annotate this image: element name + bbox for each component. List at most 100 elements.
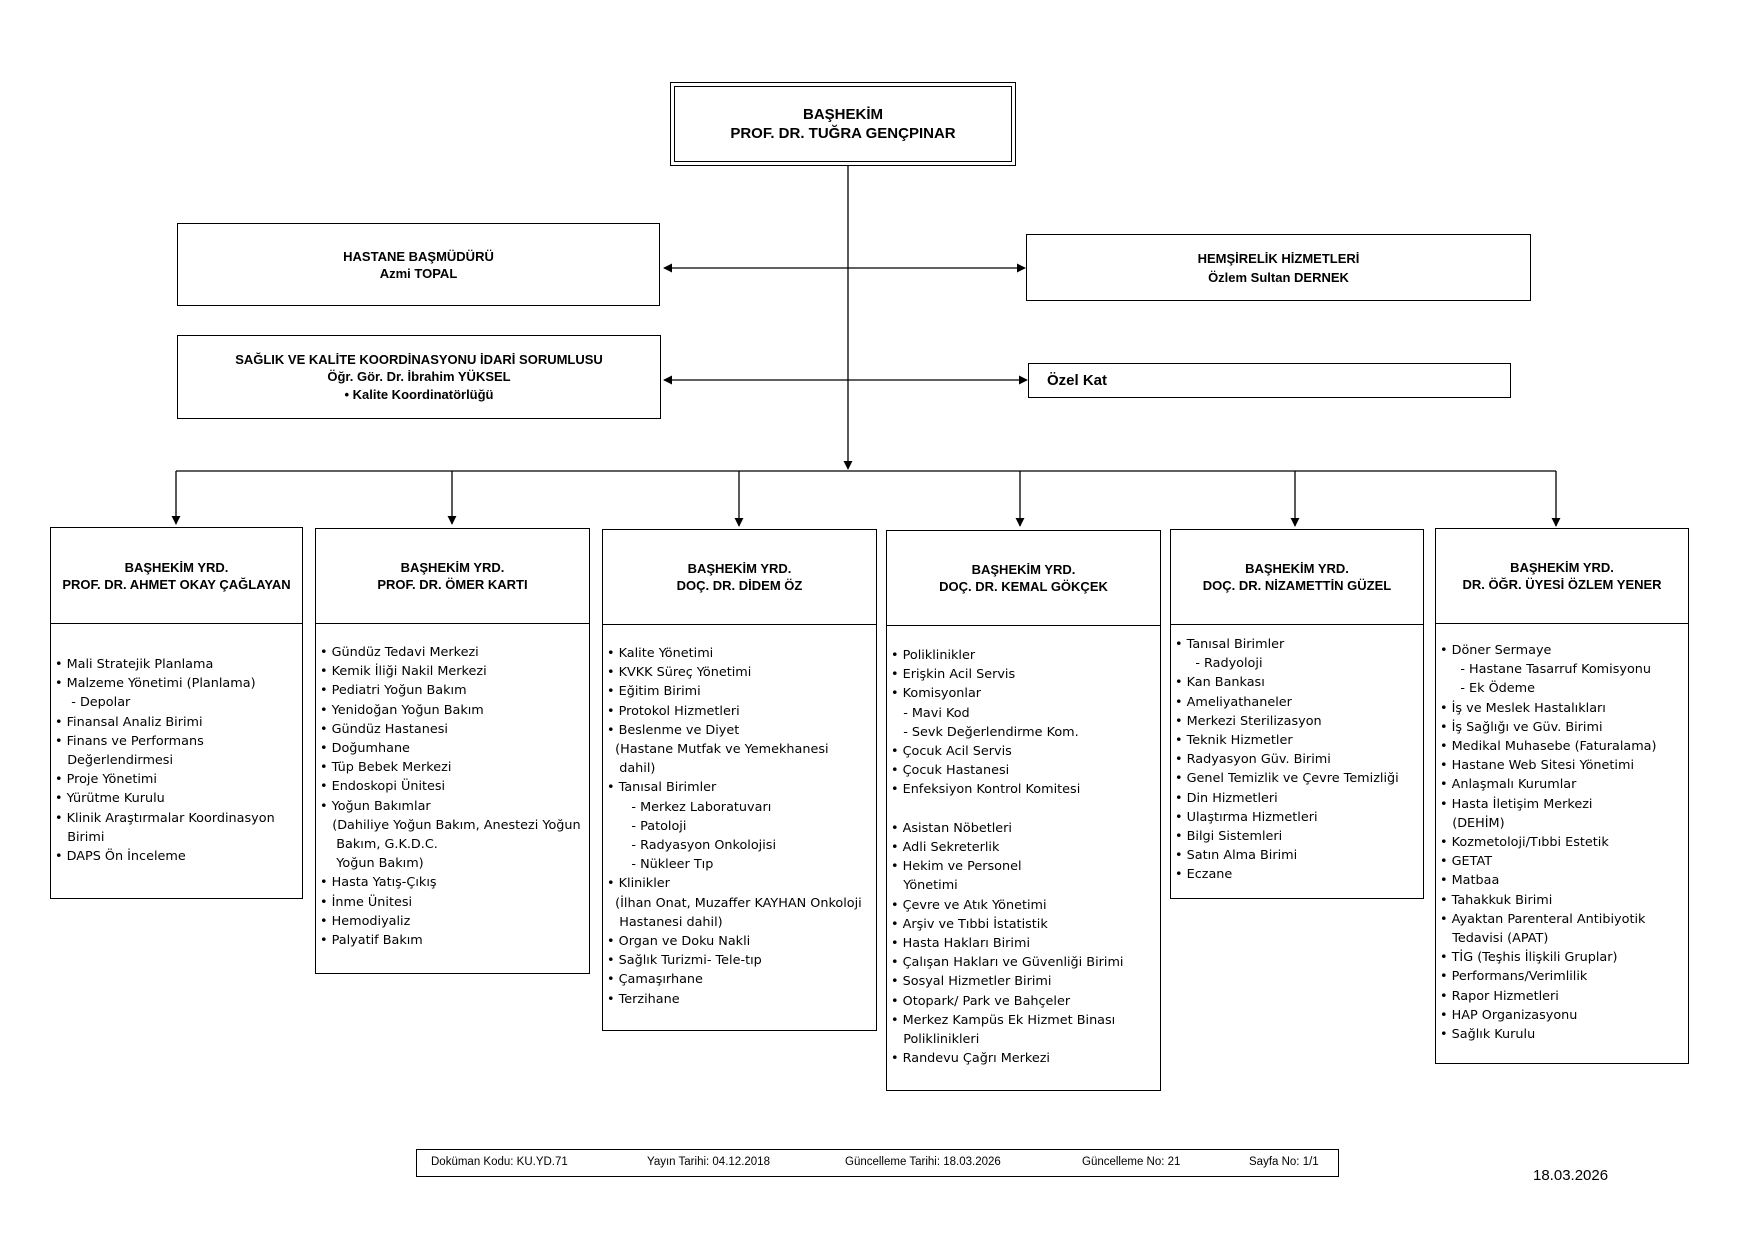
pub-date: Yayın Tarihi: 04.12.2018 <box>647 1156 770 1168</box>
hemsirelik-name: Özlem Sultan DERNEK <box>1208 269 1349 285</box>
chief-title: BAŞHEKİM <box>802 106 883 123</box>
deputy-box-2: BAŞHEKİM YRD. PROF. DR. ÖMER KARTI • Gün… <box>315 528 590 974</box>
deputy-header: BAŞHEKİM YRD. DOÇ. DR. DİDEM ÖZ <box>603 530 876 625</box>
list-item: • Terzihane <box>607 991 680 1007</box>
deputy-box-4: BAŞHEKİM YRD. DOÇ. DR. KEMAL GÖKÇEK • Po… <box>886 530 1161 1091</box>
deputy-name: PROF. DR. ÖMER KARTI <box>377 577 528 592</box>
update-date: Güncelleme Tarihi: 18.03.2026 <box>845 1156 1001 1168</box>
list-item: • KVKK Süreç Yönetimi <box>607 665 752 681</box>
deputy-title: BAŞHEKİM YRD. <box>1510 560 1614 575</box>
list-item: • Mali Stratejik Planlama <box>55 657 214 672</box>
kalite-title: SAĞLIK VE KALİTE KOORDİNASYONU İDARİ SOR… <box>235 351 603 367</box>
list-item: • Endoskopi Ünitesi <box>320 779 446 795</box>
deputy-title: BAŞHEKİM YRD. <box>687 561 792 576</box>
list-item: • Enfeksiyon Kontrol Komitesi <box>891 782 1081 798</box>
list-item: • Yoğun Bakımlar <box>320 798 431 814</box>
list-item: • TİG (Teşhis İlişkili Gruplar) <box>1440 950 1618 966</box>
deputy-header: BAŞHEKİM YRD. PROF. DR. ÖMER KARTI <box>316 529 589 624</box>
list-item: • HAP Organizasyonu <box>1440 1007 1578 1023</box>
basmudur-box: HASTANE BAŞMÜDÜRÜ Azmi TOPAL <box>177 223 660 306</box>
list-item: • Performans/Verimlilik <box>1440 969 1588 985</box>
list-item: • Merkez Kampüs Ek Hizmet Binası <box>891 1012 1116 1028</box>
list-item: • Eğitim Birimi <box>607 684 701 700</box>
list-item: • Ayaktan Parenteral Antibiyotik <box>1440 911 1646 927</box>
list-item: • Ulaştırma Hizmetleri <box>1175 809 1318 825</box>
list-item: • Çevre ve Atık Yönetimi <box>891 897 1047 913</box>
list-item: • Doğumhane <box>320 741 410 757</box>
list-item: - Hastane Tasarruf Komisyonu <box>1440 662 1651 678</box>
list-item: • Beslenme ve Diyet <box>607 722 740 738</box>
deputy-items: • Gündüz Tedavi Merkezi• Kemik İliği Nak… <box>320 643 585 950</box>
list-item: dahil) <box>607 761 656 777</box>
list-item: • Adli Sekreterlik <box>891 840 1000 856</box>
list-item: • Hasta Yatış-Çıkış <box>320 875 437 891</box>
list-item: • Kan Bankası <box>1175 675 1265 691</box>
list-item: • Hastane Web Sitesi Yönetimi <box>1440 758 1635 774</box>
deputy-box-5: BAŞHEKİM YRD. DOÇ. DR. NİZAMETTİN GÜZEL … <box>1170 529 1424 899</box>
list-item: • Hasta İletişim Merkezi <box>1440 796 1593 812</box>
basmudur-title: HASTANE BAŞMÜDÜRÜ <box>343 248 494 264</box>
deputy-items: • Tanısal Birimler - Radyoloji• Kan Bank… <box>1175 635 1419 885</box>
chief-box: BAŞHEKİM PROF. DR. TUĞRA GENÇPINAR <box>670 82 1016 166</box>
list-item: Yönetimi <box>891 878 958 894</box>
list-item: • Genel Temizlik ve Çevre Temizliği <box>1175 771 1399 787</box>
list-item: • Ameliyathaneler <box>1175 694 1292 710</box>
deputy-items: • Mali Stratejik Planlama • Malzeme Yönet… <box>55 655 298 866</box>
kalite-name: Öğr. Gör. Dr. İbrahim YÜKSEL <box>327 368 511 384</box>
list-item: Değerlendirmesi <box>55 753 174 769</box>
list-item: • Çocuk Hastanesi <box>891 763 1010 779</box>
list-item: Hastanesi dahil) <box>607 914 723 930</box>
list-item: • Tahakkuk Birimi <box>1440 892 1553 908</box>
list-item: • Malzeme Yönetimi (Planlama) <box>55 676 256 692</box>
doc-code: Doküman Kodu: KU.YD.71 <box>431 1156 568 1168</box>
kalite-sub-label: Kalite Koordinatörlüğü <box>352 386 494 402</box>
deputy-title: BAŞHEKİM YRD. <box>124 559 229 575</box>
list-item: Tedavisi (APAT) <box>1440 931 1549 947</box>
list-item: Bakım, G.K.D.C. <box>320 837 438 853</box>
list-item: (İlhan Onat, Muzaffer KAYHAN Onkoloji <box>607 895 862 911</box>
list-item: (Dahiliye Yoğun Bakım, Anestezi Yoğun <box>320 817 581 833</box>
list-item: - Mavi Kod <box>891 705 970 721</box>
list-item: • Çamaşırhane <box>607 972 703 988</box>
list-item: • İnme Ünitesi <box>320 894 413 910</box>
chief-name: PROF. DR. TUĞRA GENÇPINAR <box>730 125 956 142</box>
print-date: 18.03.2026 <box>1533 1167 1609 1184</box>
list-item: • DAPS Ön İnceleme <box>55 849 186 865</box>
kalite-box: SAĞLIK VE KALİTE KOORDİNASYONU İDARİ SOR… <box>177 335 661 419</box>
hemsirelik-title: HEMŞİRELİK HİZMETLERİ <box>1197 250 1360 266</box>
deputy-header: BAŞHEKİM YRD. PROF. DR. AHMET OKAY ÇAĞLA… <box>51 528 302 624</box>
list-item: • Tüp Bebek Merkezi <box>320 760 452 776</box>
list-item: • Organ ve Doku Nakli <box>607 934 751 950</box>
deputy-items: • Poliklinikler• Erişkin Acil Servis• Ko… <box>891 646 1156 1068</box>
list-item: • Finansal Analiz Birimi <box>55 714 203 730</box>
list-item: • Rapor Hizmetleri <box>1440 988 1559 1004</box>
list-item: • İş ve Meslek Hastalıkları <box>1440 700 1606 716</box>
list-item: - Merkez Laboratuvarı <box>607 799 772 815</box>
document-footer: Doküman Kodu: KU.YD.71 Yayın Tarihi: 04.… <box>416 1149 1339 1177</box>
list-item: • Teknik Hizmetler <box>1175 733 1293 749</box>
list-item: • Proje Yönetimi <box>55 772 157 788</box>
deputy-name: DOÇ. DR. KEMAL GÖKÇEK <box>939 579 1108 594</box>
list-item: • Yürütme Kurulu <box>55 791 165 807</box>
list-item: • Klinikler <box>607 876 670 892</box>
deputy-title: BAŞHEKİM YRD. <box>1245 561 1349 576</box>
ozel-kat-label: Özel Kat <box>1047 372 1108 389</box>
deputy-box-3: BAŞHEKİM YRD. DOÇ. DR. DİDEM ÖZ • Kalite… <box>602 529 877 1031</box>
list-item: • Din Hizmetleri <box>1175 790 1278 806</box>
deputy-header: BAŞHEKİM YRD. DR. ÖĞR. ÜYESİ ÖZLEM YENER <box>1436 529 1688 624</box>
list-item: • Merkezi Sterilizasyon <box>1175 713 1322 729</box>
list-item: • Hasta Hakları Birimi <box>891 936 1031 952</box>
deputy-items: • Döner Sermaye - Hastane Tasarruf Komis… <box>1440 641 1684 1044</box>
list-item: • Kozmetoloji/Tıbbi Estetik <box>1440 835 1609 851</box>
list-item: • Randevu Çağrı Merkezi <box>891 1051 1050 1067</box>
list-item: • İş Sağlığı ve Güv. Birimi <box>1440 719 1603 735</box>
deputy-items: • Kalite Yönetimi• KVKK Süreç Yönetimi• … <box>607 644 872 1009</box>
ozel-kat-box: Özel Kat <box>1028 363 1511 398</box>
list-item: • Palyatif Bakım <box>320 933 423 949</box>
list-item: • Çocuk Acil Servis <box>891 744 1012 760</box>
list-item: • Hemodiyaliz <box>320 913 411 929</box>
list-item: • Anlaşmalı Kurumlar <box>1440 777 1577 793</box>
list-item: • Tanısal Birimler <box>607 780 717 796</box>
list-item: - Radyasyon Onkolojisi <box>607 838 777 854</box>
page-no: Sayfa No: 1/1 <box>1249 1156 1319 1168</box>
